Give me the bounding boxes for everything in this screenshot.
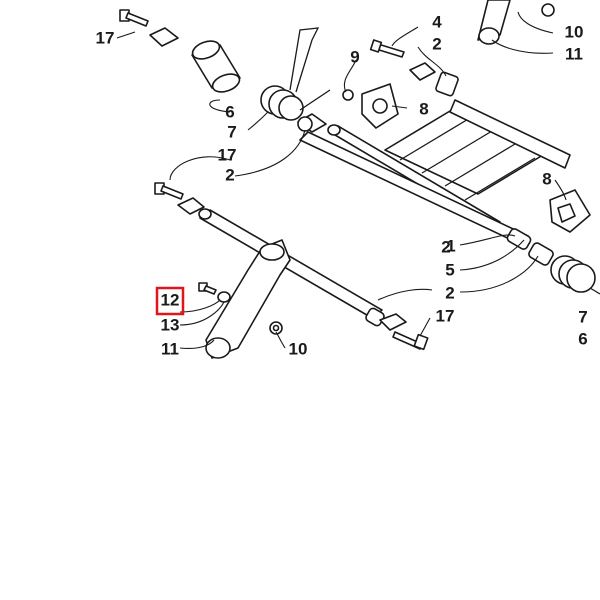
bolt-part-17-middle[interactable] (154, 182, 205, 215)
callout-2-upper[interactable]: 2 (432, 34, 441, 53)
callout-11-top[interactable]: 11 (565, 44, 583, 63)
callout-7-right[interactable]: 7 (578, 307, 587, 326)
callout-7-left[interactable]: 7 (227, 122, 236, 141)
leader-lines (116, 11, 567, 349)
swing-arm-frame[interactable] (198, 99, 571, 319)
washer-part-9[interactable] (342, 89, 354, 101)
clip-upper[interactable] (409, 62, 436, 81)
pivot-arm-part-11[interactable] (205, 239, 291, 359)
bushing-right-2[interactable] (527, 242, 554, 267)
callout-2-lower[interactable]: 2 (445, 283, 454, 302)
nut-part-10-top[interactable] (541, 3, 555, 17)
callout-13[interactable]: 13 (161, 315, 180, 334)
callout-2-lower-left[interactable]: 2 (441, 237, 450, 256)
callout-10-top[interactable]: 10 (565, 22, 584, 41)
damper-block-right-8[interactable] (549, 189, 591, 233)
callout-6-left[interactable]: 6 (225, 102, 234, 121)
bolt-part-12[interactable] (198, 282, 217, 295)
selected-callout-highlight (155, 286, 185, 316)
callout-5[interactable]: 5 (445, 260, 454, 279)
bolt-part-17-top[interactable] (119, 9, 179, 47)
callout-11-lower[interactable]: 11 (161, 339, 179, 358)
callout-4[interactable]: 4 (432, 12, 442, 31)
spacer-part-6[interactable] (190, 38, 242, 96)
callout-8-right[interactable]: 8 (542, 169, 551, 188)
callout-8-upper[interactable]: 8 (419, 99, 428, 118)
callout-labels: 17 6 7 2 9 4 2 8 10 11 17 2 8 1 5 2 12 1… (96, 12, 588, 358)
callout-1[interactable]: 1 (446, 236, 455, 255)
arm-part-11-top[interactable] (477, 0, 511, 45)
torsion-spring-left[interactable] (260, 27, 331, 121)
callout-12[interactable]: 12 (161, 290, 180, 309)
bushing-upper-2[interactable] (435, 71, 459, 97)
callout-9[interactable]: 9 (350, 47, 359, 66)
bolt-part-4[interactable] (369, 39, 405, 58)
bushing-part-5[interactable] (506, 227, 532, 250)
damper-block-part-8[interactable] (361, 83, 399, 129)
bushing-part-2[interactable] (297, 113, 327, 133)
callout-17-lower[interactable]: 17 (436, 306, 455, 325)
nut-part-10-lower[interactable] (269, 321, 283, 335)
callout-2-left[interactable]: 2 (225, 165, 234, 184)
callout-6-right[interactable]: 6 (578, 329, 587, 348)
callout-17-top[interactable]: 17 (96, 28, 115, 47)
callout-10-lower[interactable]: 10 (289, 339, 308, 358)
callout-17-middle[interactable]: 17 (218, 145, 237, 164)
torsion-spring-right[interactable] (550, 255, 600, 295)
bolt-part-17-lower[interactable] (379, 313, 429, 351)
